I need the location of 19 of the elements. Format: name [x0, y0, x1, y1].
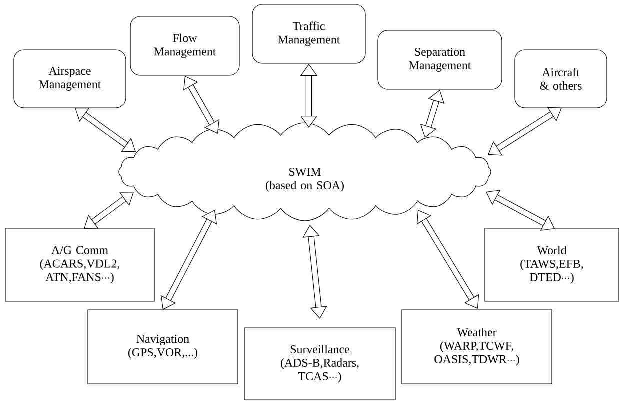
system-box: World (TAWS,EFB, DTED⋯): [484, 228, 619, 302]
function-box: Separation Management: [378, 30, 502, 90]
function-box: Flow Management: [130, 16, 240, 76]
double-arrow: [84, 192, 134, 229]
double-arrow: [488, 107, 562, 156]
double-arrow: [416, 210, 480, 309]
swim-cloud: SWIM (based on SOA): [118, 122, 492, 222]
function-box: Traffic Management: [252, 4, 366, 64]
double-arrow: [486, 190, 555, 231]
double-arrow: [184, 76, 220, 134]
double-arrow: [75, 108, 136, 152]
double-arrow: [302, 225, 328, 319]
function-box: Aircraft & others: [514, 50, 608, 108]
system-box: Surveillance (ADS-B,Radars, TCAS⋯): [244, 328, 396, 400]
system-box: Navigation (GPS,VOR,...): [88, 310, 238, 384]
system-box: Weather (WARP,TCWF, OASIS,TDWR⋯): [402, 310, 552, 384]
system-box: A/G Comm (ACARS,VDL2, ATN,FANS⋯): [5, 228, 155, 302]
function-box: Airspace Management: [14, 50, 126, 108]
double-arrow: [300, 64, 318, 128]
